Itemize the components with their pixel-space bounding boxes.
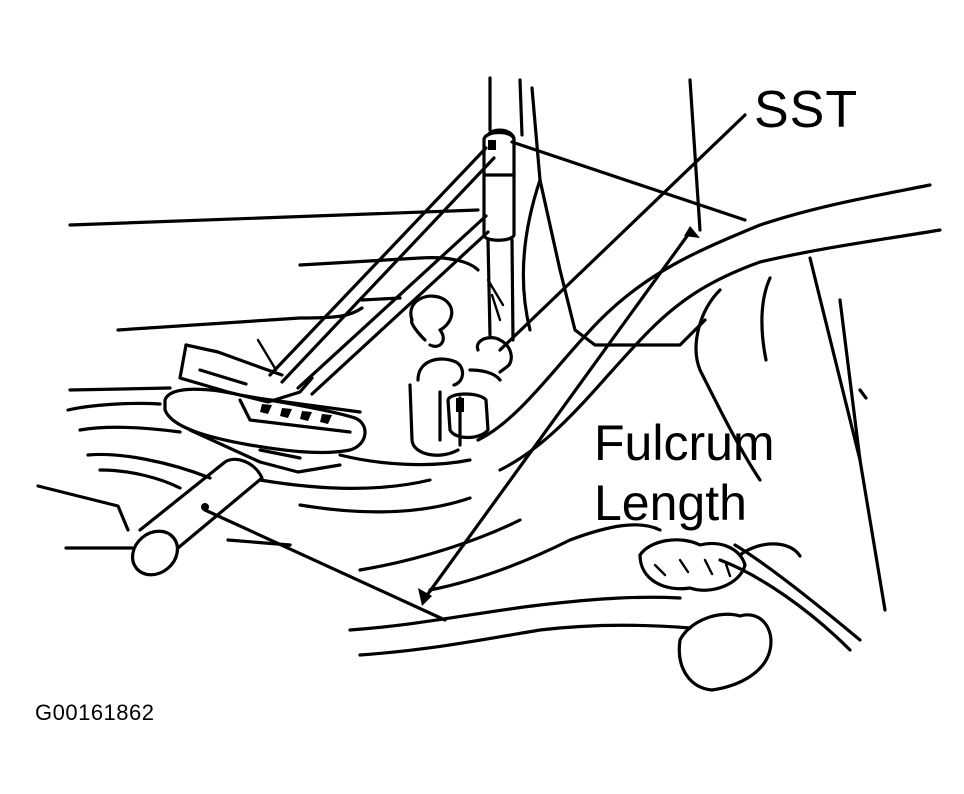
fulcrum-length-label-line1: Fulcrum (594, 415, 775, 471)
fulcrum-length-arrow (203, 140, 747, 622)
fulcrum-length-label-line2: Length (594, 475, 747, 531)
vertical-pillar (486, 76, 524, 342)
bolt-assembly (408, 294, 513, 457)
body-contours (348, 183, 942, 692)
sst-label: SST (754, 81, 859, 139)
handle-grip (130, 457, 264, 577)
figure-id: G00161862 (35, 700, 155, 725)
background-lines (36, 208, 480, 550)
sst-tool (256, 128, 516, 396)
sst-leader-line (498, 113, 747, 352)
wrench-head (163, 343, 367, 474)
